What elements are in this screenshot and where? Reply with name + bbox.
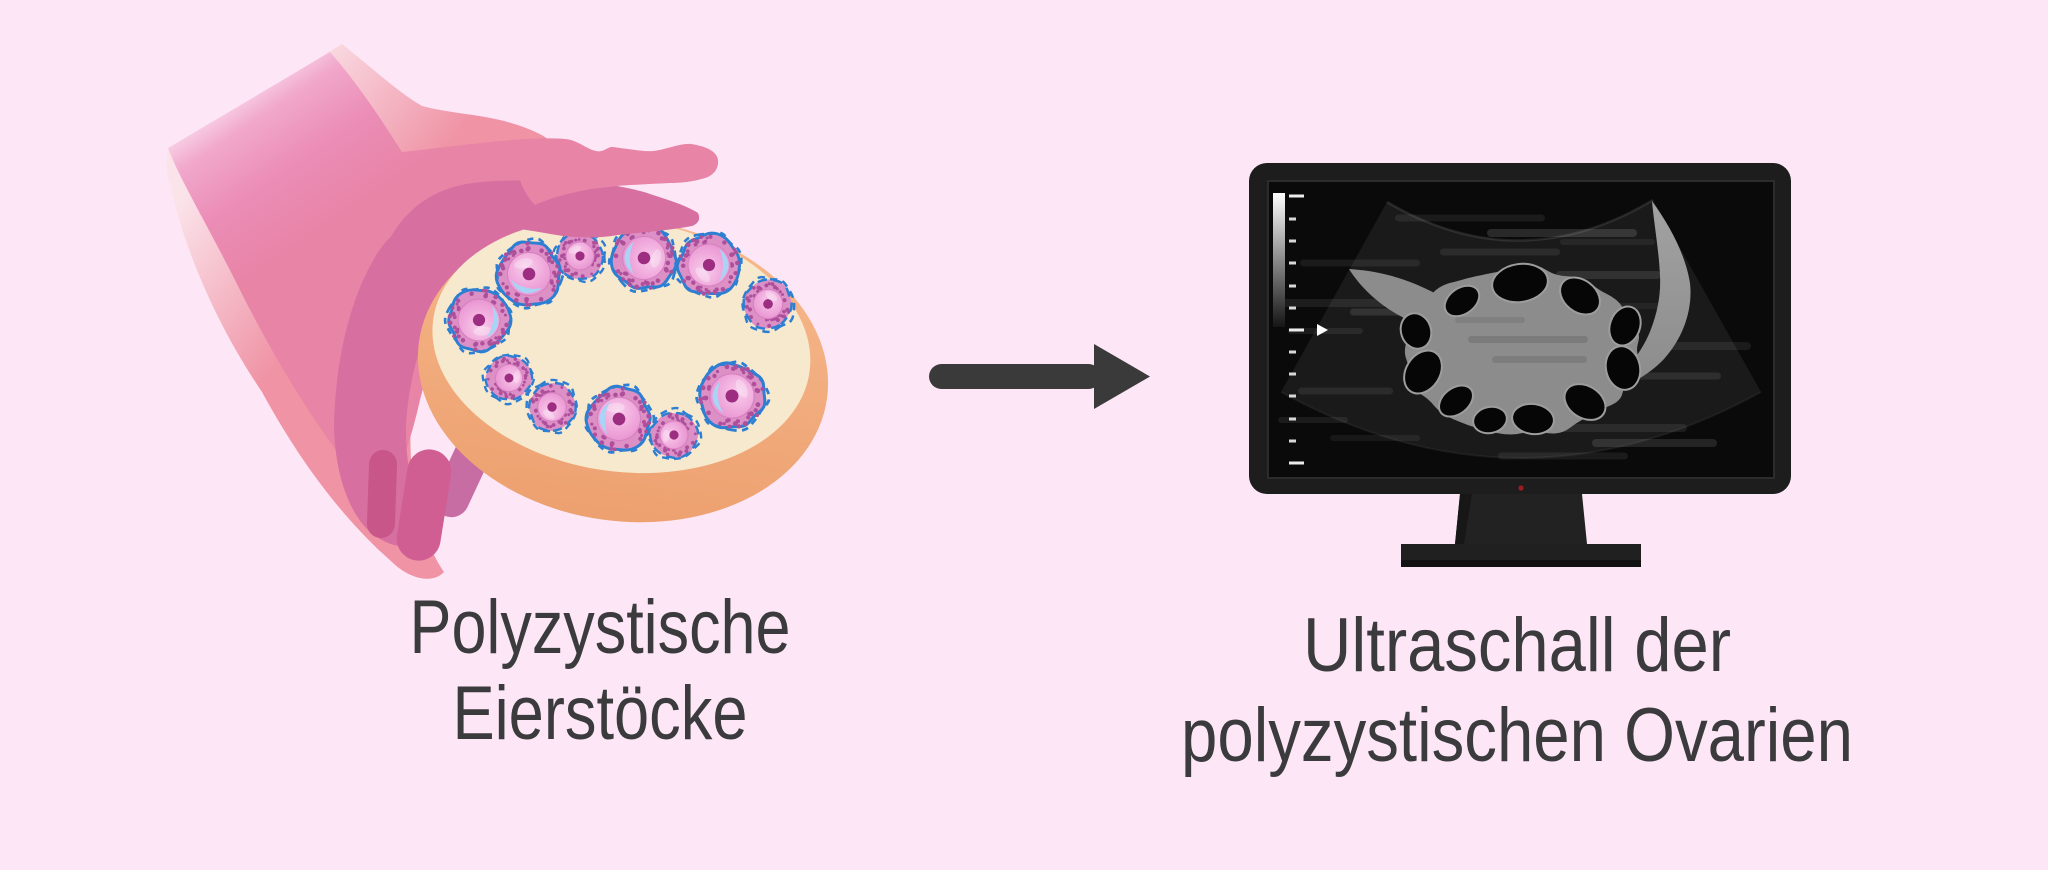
svg-text:Polyzystische: Polyzystische (410, 585, 791, 670)
svg-text:polyzystischen Ovarien: polyzystischen Ovarien (1181, 693, 1853, 778)
svg-text:Ultraschall der: Ultraschall der (1303, 603, 1731, 688)
svg-text:Eierstöcke: Eierstöcke (453, 671, 748, 756)
